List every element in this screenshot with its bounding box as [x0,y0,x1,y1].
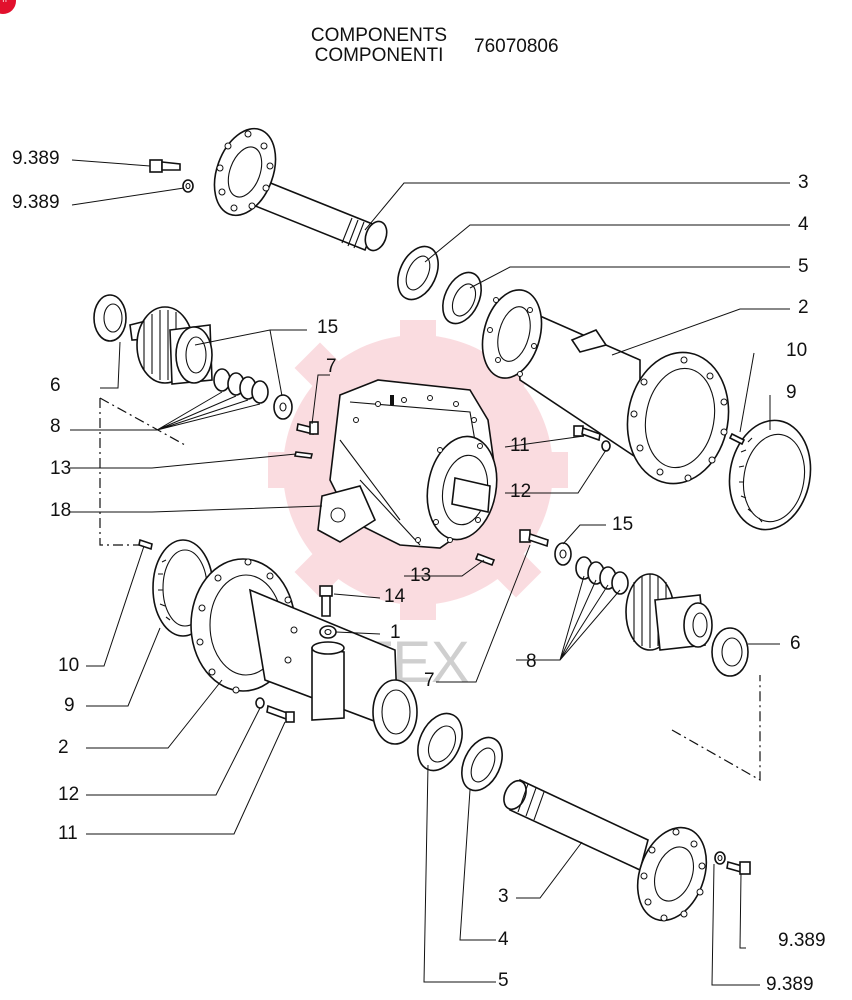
washer-1 [319,625,337,639]
callout-8-left: 8 [50,416,61,437]
bearing-5-top [442,271,482,325]
seal-4-bottom [461,736,503,792]
bolt-11-left [266,704,295,723]
callout-14: 14 [384,586,406,607]
callout-6-right: 6 [790,633,801,654]
callout-11-left: 11 [58,823,78,844]
callout-3-bottom: 3 [498,886,509,907]
pin-13-left [294,451,313,459]
planet-carrier-right [625,573,713,651]
shims-8-left [213,368,269,404]
washer-15-left [273,394,293,420]
callout-9389-b: 9.389 [12,192,60,213]
callout-9-left: 9 [64,695,75,716]
callout-8-right: 8 [526,651,537,672]
callout-10-right: 10 [786,340,807,361]
bolt-7-left [296,421,319,435]
ring-gear-9-right [728,419,812,531]
callout-9389-c: 9.389 [778,930,826,951]
axle-shaft-bottom [503,778,708,922]
callout-7-mid: 7 [424,670,435,691]
seal-4-top [397,245,439,301]
seal-6-right [711,627,749,677]
axle-shaft-top [213,127,388,252]
title-english: COMPONENTS [310,25,448,46]
callout-2-left: 2 [58,737,69,758]
bolt-9389-bottom [714,851,751,875]
title-block: COMPONENTS COMPONENTI [304,26,454,66]
differential-housing [317,379,498,549]
bolt-14 [319,585,333,617]
pin-13-mid [474,552,496,567]
bolt-9389-top [149,159,194,193]
shims-8-right [575,556,629,595]
page-header: COMPONENTS COMPONENTI 76070806 [0,26,852,70]
planet-carrier-left [129,306,213,385]
callout-4-bottom: 4 [498,929,509,950]
part-code: 76070806 [474,36,559,57]
washer-15-right [554,542,572,566]
callout-13-mid: 13 [410,565,431,586]
axle-housing-right [481,289,730,485]
callout-5-top: 5 [798,256,809,277]
callout-12-mid: 12 [510,481,531,502]
title-italian: COMPONENTI [314,45,444,66]
leader-lines [70,159,790,986]
pin-10-left [138,538,153,551]
callout-18: 18 [50,500,71,521]
callout-9389-d: 9.389 [766,974,814,995]
callout-10-left: 10 [58,655,79,676]
seal-6-left [93,294,127,342]
callout-15-right: 15 [612,514,633,535]
axle-housing-left [190,558,418,745]
bolt-11-mid [573,425,601,442]
assembly-line-right [671,675,761,782]
callout-7-top: 7 [326,356,337,377]
callout-13-left: 13 [50,458,71,479]
callout-15-left: 15 [317,317,338,338]
callout-1: 1 [390,622,401,643]
callout-6-left: 6 [50,375,61,396]
assembly-line-left [99,397,186,546]
pin-10-right [728,432,746,446]
washer-12-left [255,697,265,709]
callout-11-mid: 11 [510,435,530,456]
bolt-7-mid [519,529,549,548]
callout-9-right: 9 [786,382,797,403]
callout-4-top: 4 [798,214,809,235]
callout-9389-a: 9.389 [12,148,60,169]
washer-12-mid [601,440,611,452]
callout-3-top: 3 [798,172,809,193]
callout-2-right: 2 [798,297,809,318]
callout-5-bottom: 5 [498,970,509,991]
callout-12-left: 12 [58,784,79,805]
bearing-5-bottom [417,712,463,772]
